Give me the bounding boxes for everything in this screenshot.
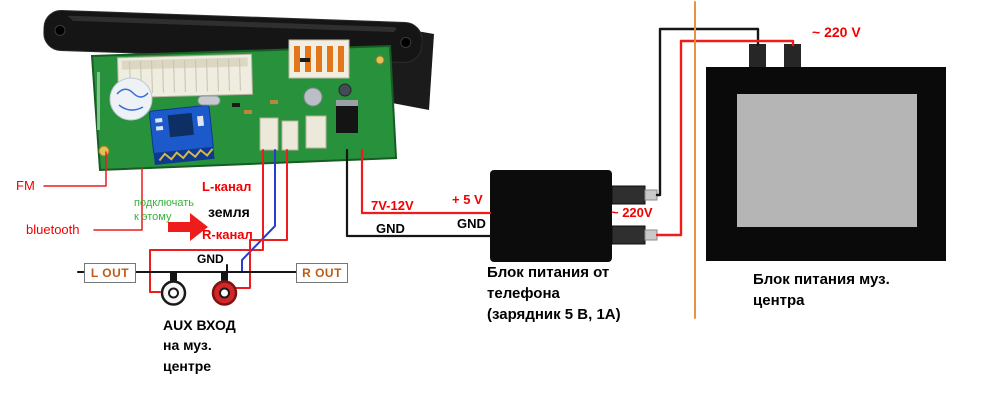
phone-psu-caption: Блок питания от телефона (зарядник 5 В, … xyxy=(487,264,621,323)
wire-ground xyxy=(241,149,276,272)
music-psu-caption: Блок питания муз. центра xyxy=(753,271,890,309)
wire-power-gnd xyxy=(345,148,492,238)
connect-note: подключать к этому xyxy=(134,197,194,224)
wire-r-channel xyxy=(235,149,288,289)
v7-12-label: 7V-12V xyxy=(371,198,414,213)
screw-hole-left xyxy=(54,24,66,36)
v220-connector-label: ~ 220V xyxy=(611,205,653,220)
music-psu-panel xyxy=(737,94,917,227)
wire-l-channel xyxy=(149,149,264,293)
l-channel-label: L-канал xyxy=(202,179,252,194)
phone-psu-box xyxy=(490,170,612,262)
gnd-label-left: GND xyxy=(197,252,224,266)
plus5v-label: + 5 V xyxy=(452,192,483,207)
phone-psu-plug-bottom xyxy=(611,225,646,245)
ground-label: земля xyxy=(208,204,250,220)
wire-bluetooth-lead xyxy=(93,167,143,231)
r-out-label: R OUT xyxy=(302,266,342,280)
crystal xyxy=(197,95,221,106)
l-out-label: L OUT xyxy=(90,266,130,280)
gnd-label-mid: GND xyxy=(376,221,405,236)
music-psu-prong-right xyxy=(784,44,801,70)
bluetooth-module xyxy=(149,104,215,165)
phone-psu-plug-top xyxy=(611,185,646,205)
screw-hole-right xyxy=(400,36,412,48)
phone-psu xyxy=(490,170,658,262)
mounting-pad xyxy=(98,145,110,157)
bluetooth-chip xyxy=(167,112,194,138)
r-channel-label: R-канал xyxy=(202,227,253,242)
rca-plugs xyxy=(160,272,238,306)
wire-power-positive xyxy=(360,148,492,215)
round-sticker xyxy=(109,77,153,121)
mp3-module-photo xyxy=(43,9,434,172)
music-psu xyxy=(706,44,946,261)
wire-mains-black xyxy=(655,27,760,197)
bluetooth-label: bluetooth xyxy=(26,222,80,237)
connect-arrow-icon xyxy=(168,213,208,241)
aux-caption: AUX ВХОД на муз. центре xyxy=(163,317,236,374)
l-out-box: L OUT xyxy=(84,263,136,283)
music-psu-prong-left xyxy=(749,44,766,70)
r-out-box: R OUT xyxy=(296,263,348,283)
orange-pin-header xyxy=(288,39,350,79)
wire-mains-red xyxy=(655,39,795,237)
antenna-trace xyxy=(158,148,214,162)
wire-fm-lead xyxy=(43,151,107,187)
gnd-label-psu: GND xyxy=(457,216,486,231)
main-pin-connector xyxy=(116,53,254,99)
capacitor xyxy=(303,87,323,107)
voltage-regulator xyxy=(336,106,358,133)
output-connectors xyxy=(259,115,327,151)
fm-label: FM xyxy=(16,178,35,193)
v220-mains-label: ~ 220 V xyxy=(812,24,861,40)
